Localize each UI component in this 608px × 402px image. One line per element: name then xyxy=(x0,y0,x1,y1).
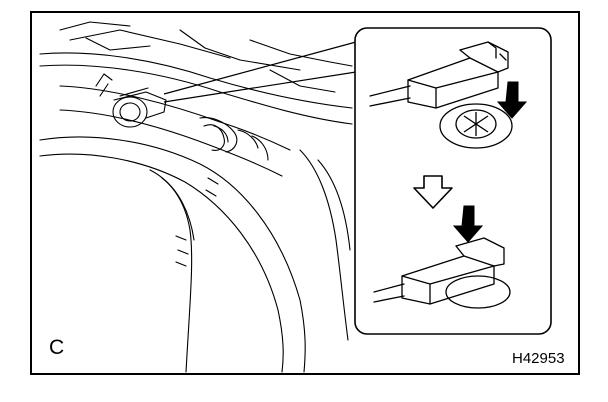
vehicle-underbody-drawing xyxy=(39,21,353,373)
callout-leader-lines xyxy=(163,41,357,103)
inset-connector-top xyxy=(369,41,509,109)
step-arrow-icon xyxy=(413,175,453,209)
press-arrow-icon xyxy=(452,205,484,243)
figure-code: H42953 xyxy=(512,350,565,367)
inset-detail-frame xyxy=(354,27,552,335)
inset-connector-bottom xyxy=(373,237,511,309)
push-arrow-icon xyxy=(496,81,528,119)
grommet-top xyxy=(439,103,513,149)
panel-letter: C xyxy=(49,336,65,359)
figure-frame xyxy=(30,11,580,375)
